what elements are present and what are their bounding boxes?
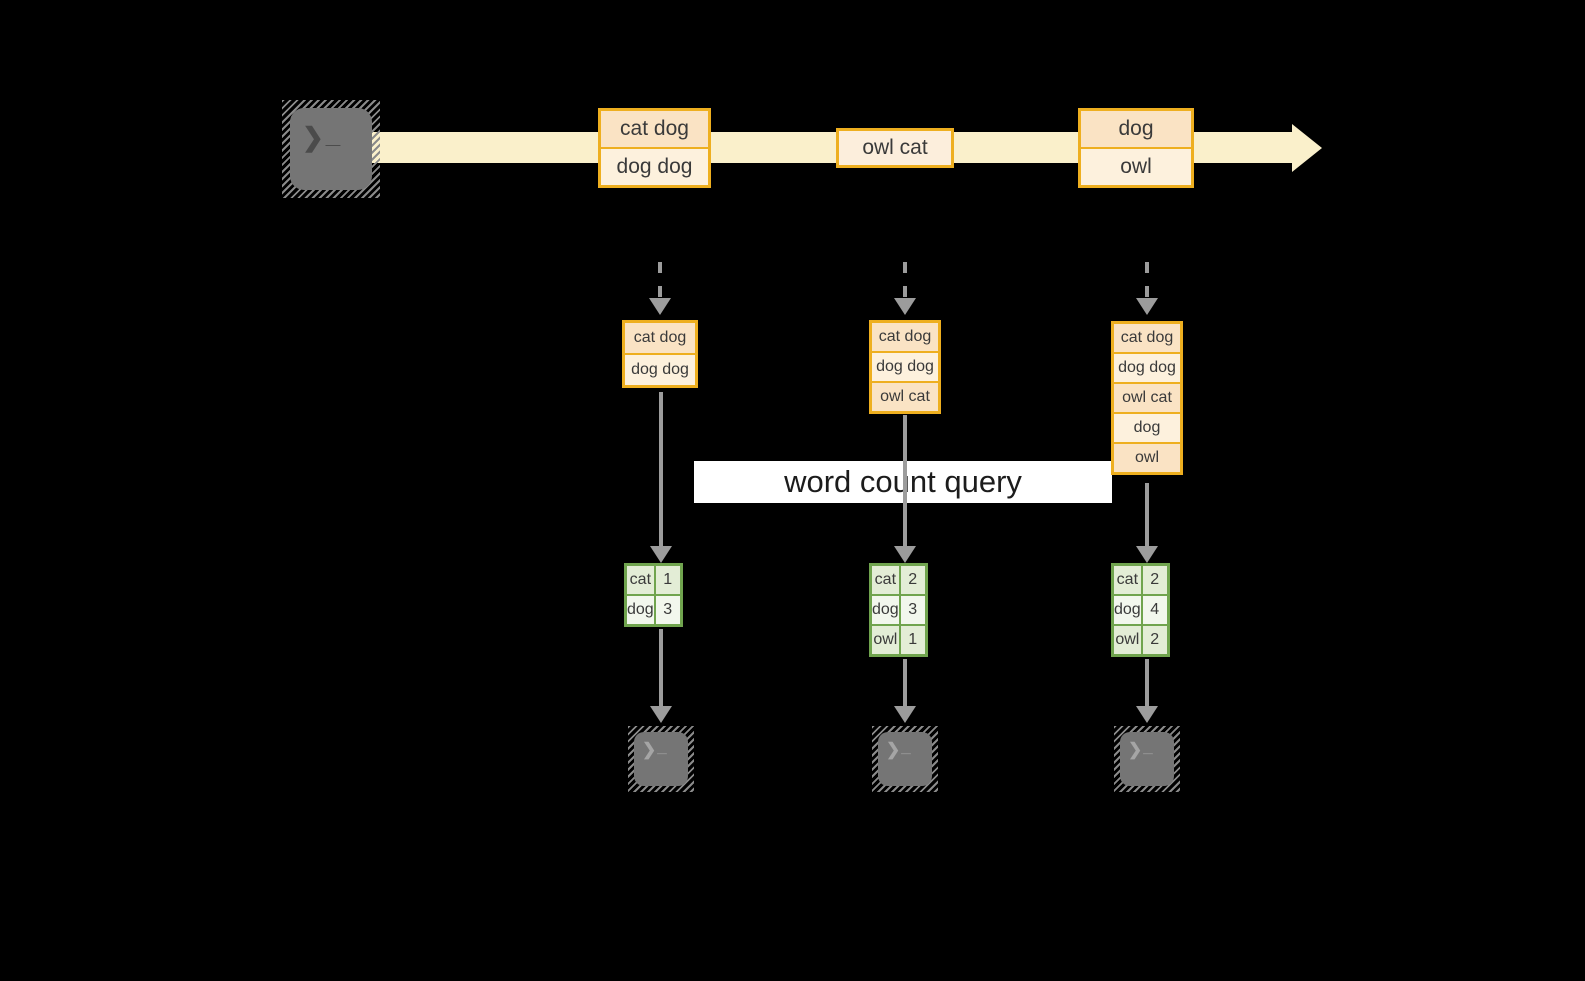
stream-event: owl cat <box>839 131 951 165</box>
down-arrow-line <box>1145 659 1149 706</box>
down-arrow-head-icon <box>1136 706 1158 723</box>
word-cell: dog <box>627 596 654 624</box>
batch-item: cat dog <box>872 323 938 351</box>
batch-stack-3: cat dog dog dog owl cat dog owl <box>1111 321 1183 475</box>
word-cell: cat <box>627 566 654 594</box>
down-arrow-head-icon <box>650 546 672 563</box>
word-cell: dog <box>872 596 899 624</box>
terminal-screen: ❯_ <box>290 108 372 190</box>
dashed-down-arrow-line <box>658 262 662 298</box>
terminal-prompt-icon: ❯_ <box>886 737 912 759</box>
terminal-screen: ❯_ <box>1120 732 1174 786</box>
stream-event: owl <box>1081 149 1191 185</box>
batch-stack-1: cat dog dog dog <box>622 320 698 388</box>
batch-item: dog dog <box>625 355 695 385</box>
down-arrow-head-icon <box>650 706 672 723</box>
count-cell: 2 <box>1142 626 1167 654</box>
down-arrow-line <box>903 415 907 546</box>
count-cell: 2 <box>1142 566 1167 594</box>
batch-item: owl <box>1114 444 1180 472</box>
count-cell: 3 <box>900 596 925 624</box>
dashed-down-arrow-line <box>1145 262 1149 298</box>
batch-item: dog dog <box>872 353 938 381</box>
count-cell: 3 <box>655 596 680 624</box>
stream-event-box-3: dog owl <box>1078 108 1194 188</box>
down-arrow-line <box>659 629 663 706</box>
batch-item: cat dog <box>625 323 695 353</box>
terminal-prompt-icon: ❯_ <box>1128 737 1154 759</box>
terminal-sink-icon: ❯_ <box>872 726 938 792</box>
terminal-source-icon: ❯_ <box>282 100 380 198</box>
batch-stack-2: cat dog dog dog owl cat <box>869 320 941 414</box>
down-arrow-line <box>903 659 907 706</box>
dashed-down-arrow-head-icon <box>1136 298 1158 315</box>
batch-item: dog dog <box>1114 354 1180 382</box>
word-cell: owl <box>872 626 899 654</box>
batch-item: owl cat <box>872 383 938 411</box>
down-arrow-head-icon <box>1136 546 1158 563</box>
down-arrow-head-icon <box>894 546 916 563</box>
word-count-table-3: cat 2 dog 4 owl 2 <box>1111 563 1170 657</box>
word-cell: cat <box>1114 566 1141 594</box>
count-cell: 1 <box>900 626 925 654</box>
word-cell: owl <box>1114 626 1141 654</box>
down-arrow-head-icon <box>894 706 916 723</box>
down-arrow-line <box>1145 483 1149 546</box>
stream-event: cat dog <box>601 111 708 147</box>
word-cell: dog <box>1114 596 1141 624</box>
dashed-down-arrow-line <box>903 262 907 298</box>
count-cell: 2 <box>900 566 925 594</box>
stream-event-box-2: owl cat <box>836 128 954 168</box>
batch-item: owl cat <box>1114 384 1180 412</box>
terminal-sink-icon: ❯_ <box>628 726 694 792</box>
count-cell: 4 <box>1142 596 1167 624</box>
terminal-sink-icon: ❯_ <box>1114 726 1180 792</box>
terminal-prompt-icon: ❯_ <box>302 119 343 152</box>
batch-item: cat dog <box>1114 324 1180 352</box>
batch-item: dog <box>1114 414 1180 442</box>
stream-arrow-head-icon <box>1292 124 1322 172</box>
dashed-down-arrow-head-icon <box>649 298 671 315</box>
word-count-table-2: cat 2 dog 3 owl 1 <box>869 563 928 657</box>
terminal-screen: ❯_ <box>878 732 932 786</box>
stream-event: dog dog <box>601 149 708 185</box>
terminal-screen: ❯_ <box>634 732 688 786</box>
count-cell: 1 <box>655 566 680 594</box>
stream-event-box-1: cat dog dog dog <box>598 108 711 188</box>
dashed-down-arrow-head-icon <box>894 298 916 315</box>
down-arrow-line <box>659 392 663 546</box>
word-cell: cat <box>872 566 899 594</box>
stream-event: dog <box>1081 111 1191 147</box>
terminal-prompt-icon: ❯_ <box>642 737 668 759</box>
word-count-table-1: cat 1 dog 3 <box>624 563 683 627</box>
